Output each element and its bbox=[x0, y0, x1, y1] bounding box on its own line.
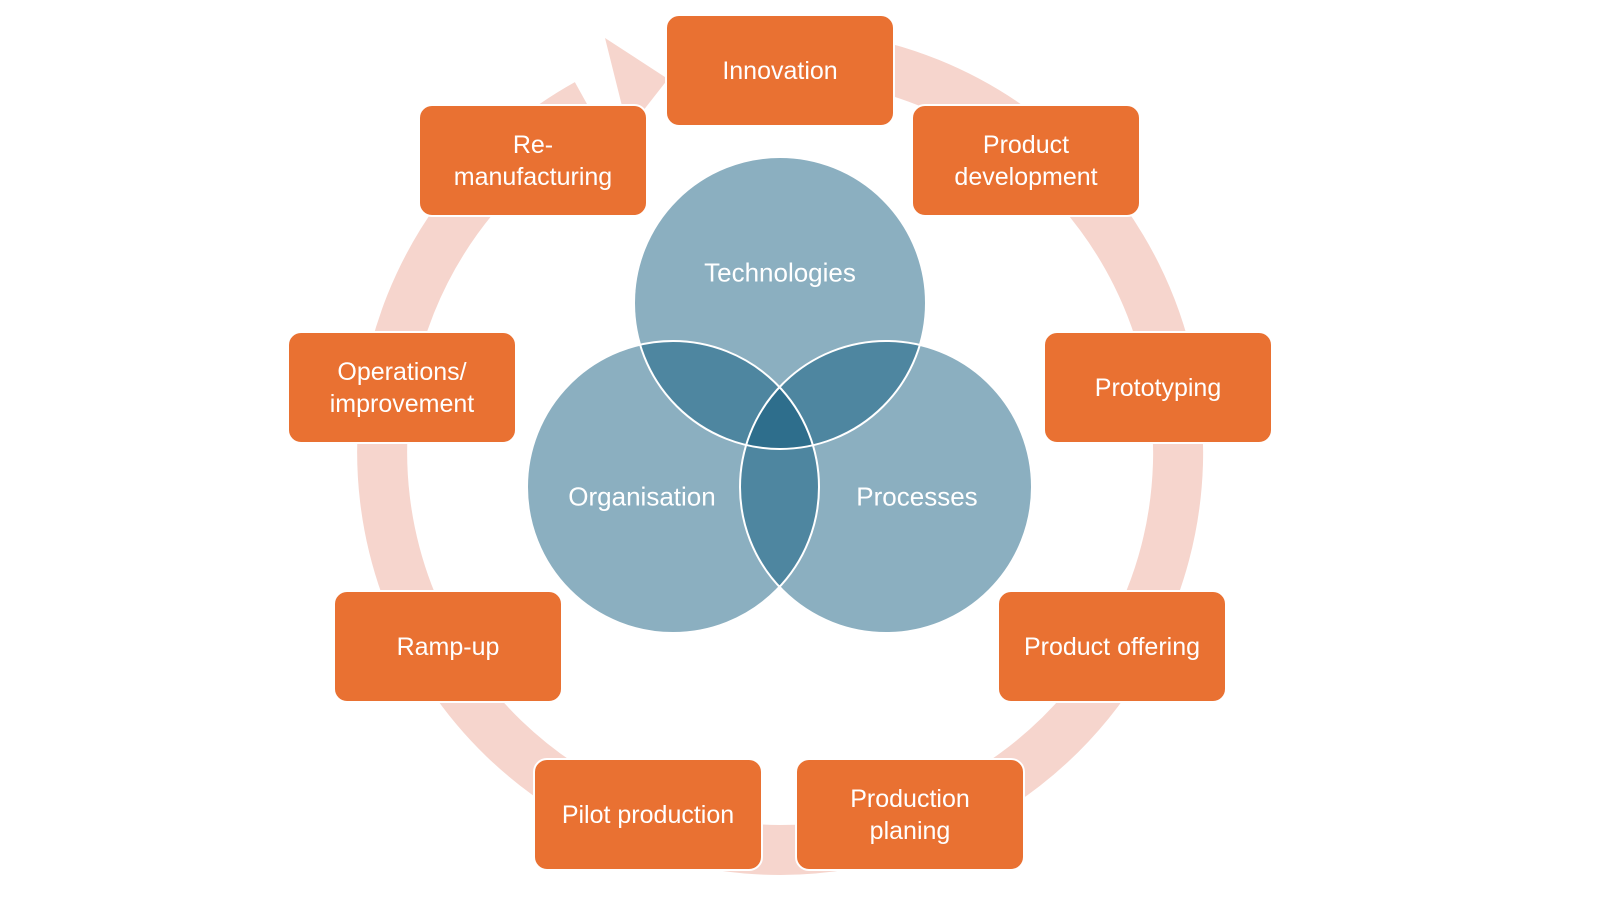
stage-innovation: Innovation bbox=[665, 14, 895, 127]
stage-product-development: Product development bbox=[911, 104, 1141, 217]
stage-prototyping: Prototyping bbox=[1043, 331, 1273, 444]
overlap-tech-org bbox=[634, 341, 819, 449]
venn-label-technologies: Technologies bbox=[704, 257, 856, 288]
overlap-tech-proc bbox=[740, 341, 926, 449]
stage-production-planing: Production planing bbox=[795, 758, 1025, 871]
cycle-arrowhead bbox=[605, 38, 668, 130]
stage-product-offering: Product offering bbox=[997, 590, 1227, 703]
stage-ramp-up: Ramp-up bbox=[333, 590, 563, 703]
stage-pilot-production: Pilot production bbox=[533, 758, 763, 871]
venn-label-processes: Processes bbox=[856, 481, 978, 512]
stage-re-manufacturing: Re-manufacturing bbox=[418, 104, 648, 217]
venn-label-organisation: Organisation bbox=[568, 481, 716, 512]
venn-diagram bbox=[526, 156, 1033, 634]
stage-operations-improvement: Operations/ improvement bbox=[287, 331, 517, 444]
